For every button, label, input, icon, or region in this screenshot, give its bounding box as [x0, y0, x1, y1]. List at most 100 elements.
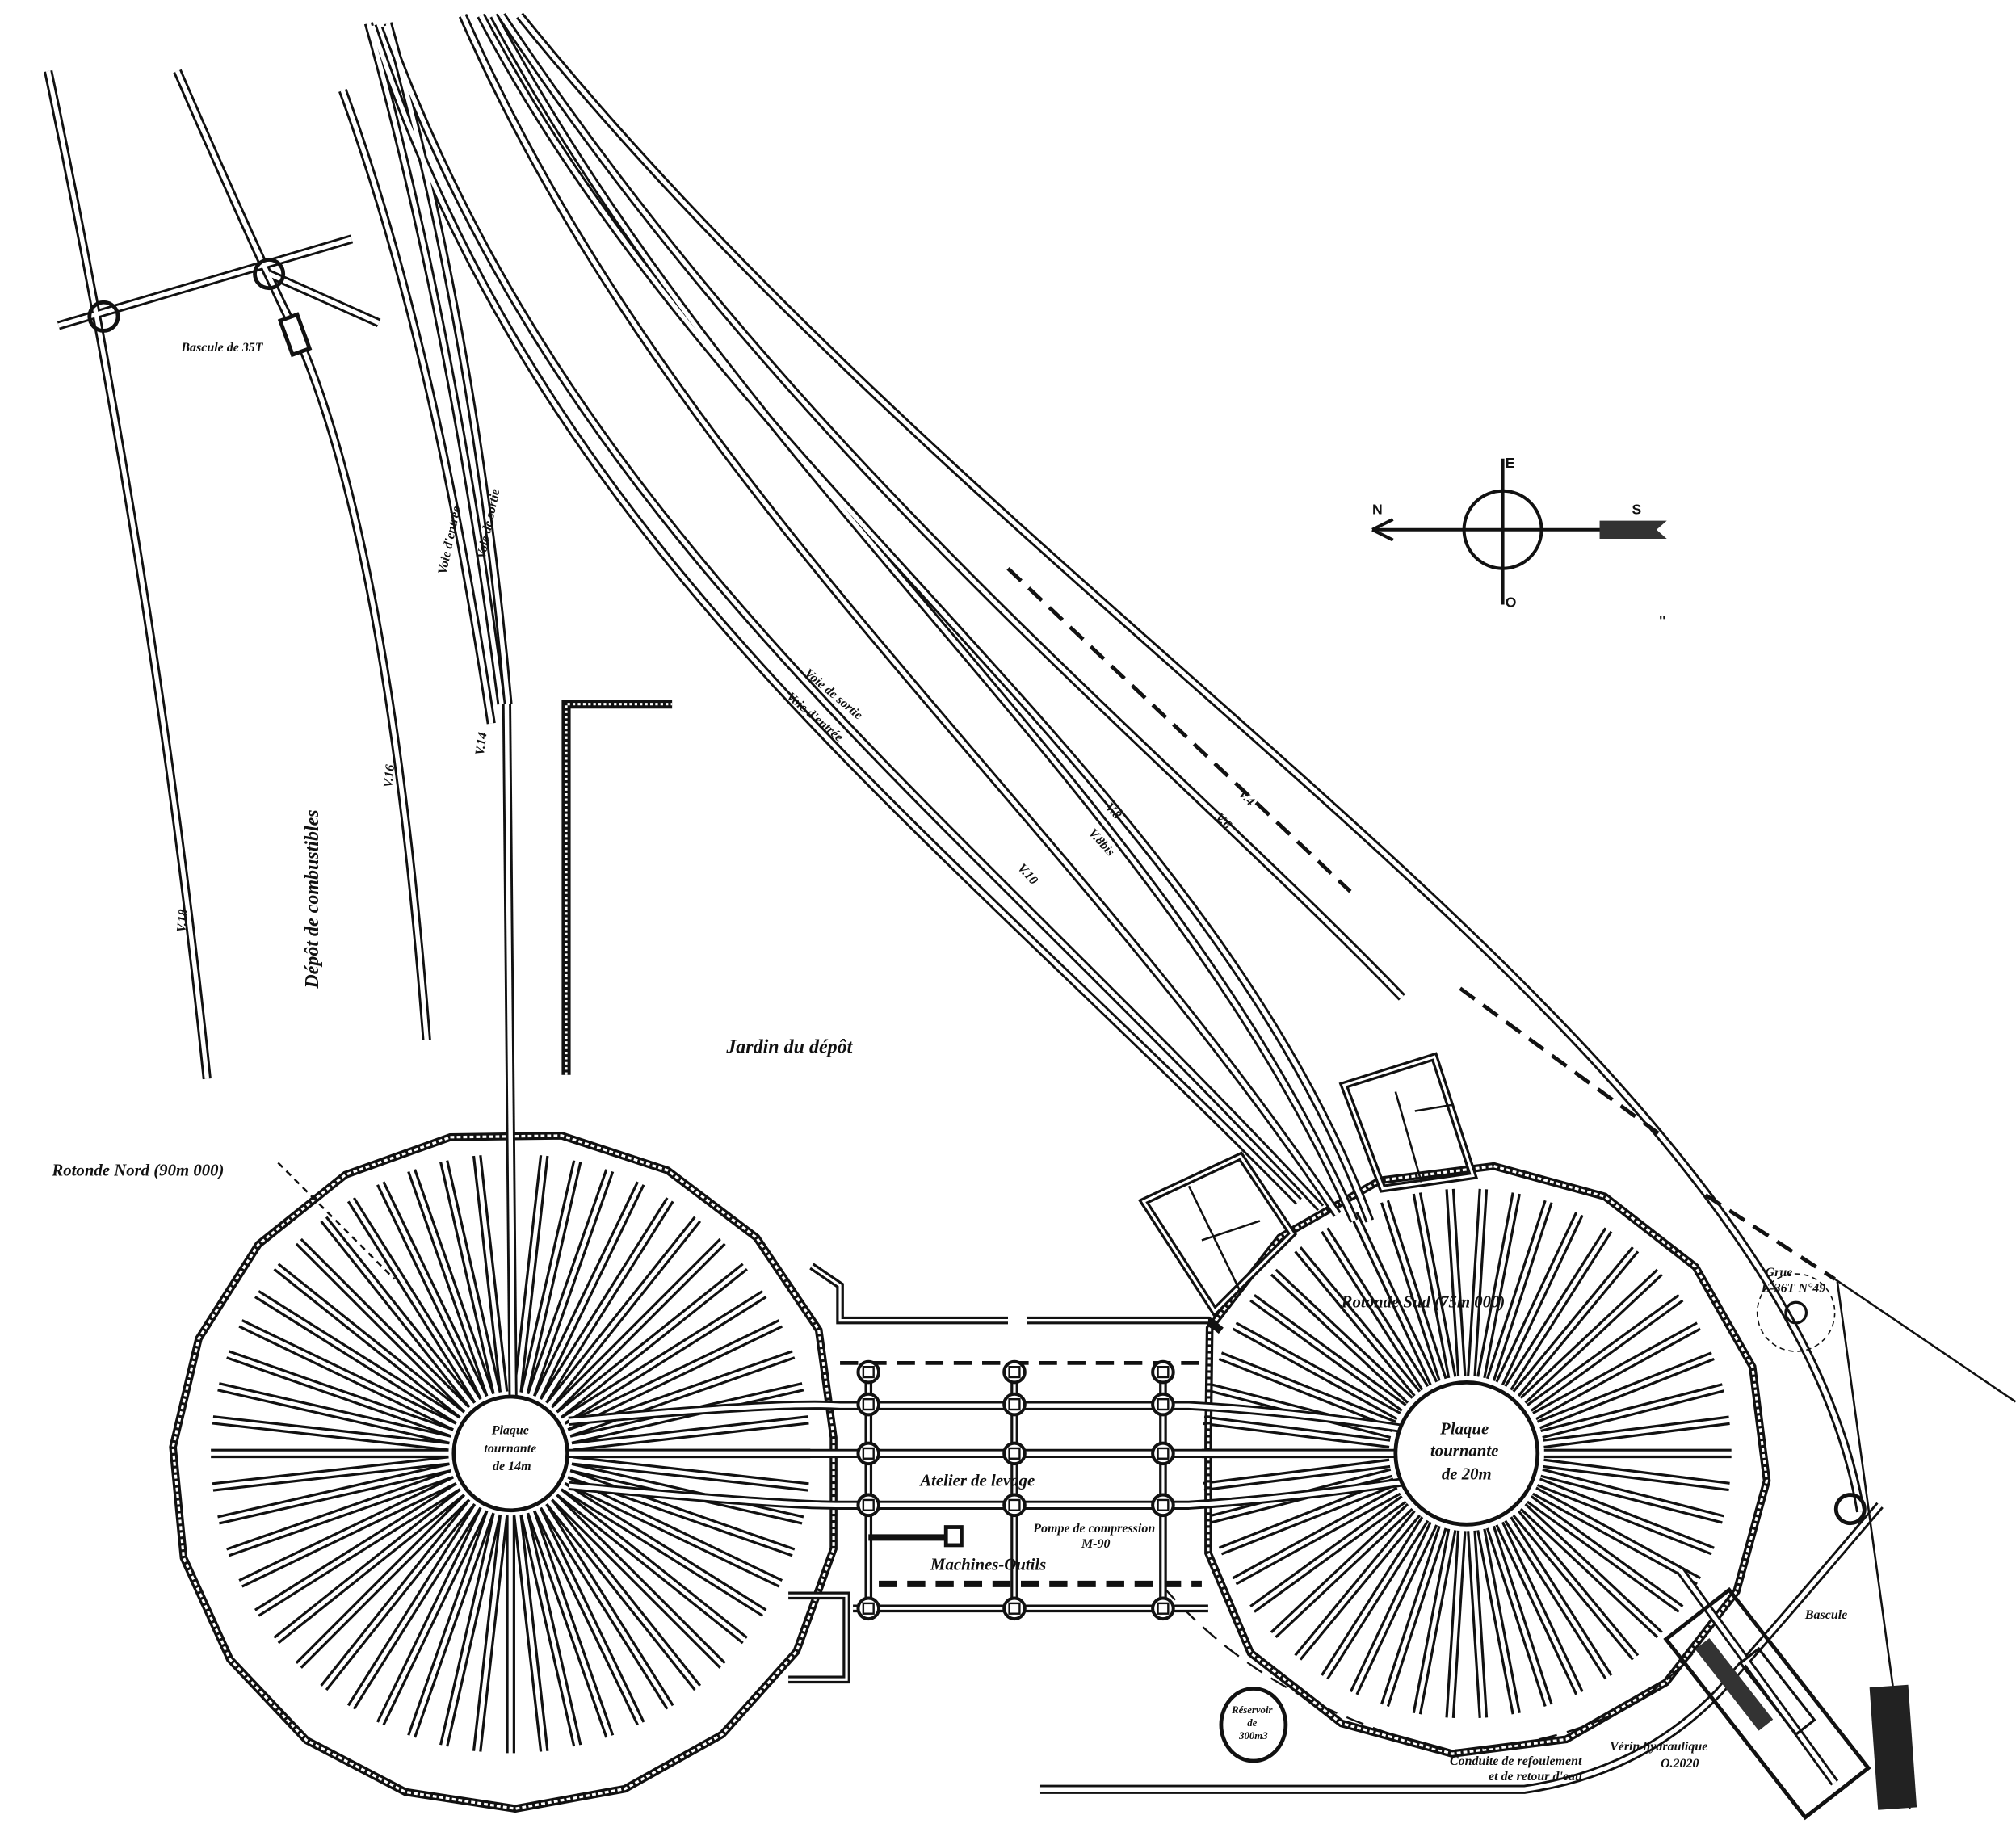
rail-gap [499, 14, 1404, 999]
spoke-rail [527, 1512, 608, 1738]
spoke-rail [1544, 1458, 1730, 1485]
spoke-rail [439, 1512, 495, 1746]
spoke-rail [1542, 1389, 1724, 1439]
spoke-rail [346, 1503, 477, 1707]
spoke-rail [519, 1514, 576, 1747]
spoke-rail [1467, 1188, 1481, 1376]
svg-text:'': '' [1659, 612, 1665, 628]
spoke-rail [226, 1356, 452, 1438]
spoke-rail [300, 1237, 471, 1409]
bascule-platform [1663, 1586, 1871, 1821]
column-pillar-icon [1151, 1596, 1175, 1621]
tracks [44, 12, 1884, 1794]
spoke-rail [238, 1325, 454, 1431]
spoke-rail [560, 1268, 748, 1418]
spoke-rail [1451, 1188, 1467, 1376]
column-base [1008, 1366, 1021, 1379]
spoke-rail [1232, 1486, 1398, 1580]
spoke-rail [567, 1325, 783, 1431]
column-base [1157, 1498, 1170, 1511]
rail-gap [492, 14, 1357, 1222]
spoke-rail [1275, 1507, 1413, 1639]
spoke-rail [551, 1498, 702, 1687]
label-v10: V.10 [1014, 861, 1040, 888]
spoke-rail [1473, 1189, 1489, 1376]
rail-gap [383, 25, 1323, 1210]
spoke-rail [1203, 1415, 1391, 1442]
label-plaque-nord: Plaque tournante de 14m [484, 1423, 540, 1473]
rail-gap [518, 14, 1863, 1512]
spoke-rail [1203, 1422, 1390, 1449]
rail-gap [340, 90, 494, 725]
label-v4: V.4 [1236, 787, 1258, 809]
spoke-rail [1386, 1527, 1447, 1707]
spoke-rail [382, 1510, 489, 1726]
spoke-rail [1355, 1524, 1438, 1695]
spoke-rail [1495, 1524, 1578, 1695]
rail-gap [1040, 1503, 1882, 1792]
spoke-rail [1504, 1519, 1607, 1680]
spoke-rail [212, 1422, 449, 1452]
label-plaque-sud: Plaque tournante de 20m [1430, 1419, 1503, 1483]
spoke-rail [1294, 1250, 1416, 1397]
rail-gap [568, 1477, 1422, 1508]
spoke-rail [561, 1290, 764, 1419]
spoke-rail [1492, 1202, 1553, 1381]
spoke-rail [545, 1216, 696, 1404]
column-base [862, 1498, 875, 1511]
column-pillar-icon [1002, 1596, 1027, 1621]
spoke-rail [1349, 1521, 1432, 1692]
atelier-building [788, 1263, 1224, 1684]
spoke-rail [572, 1422, 809, 1452]
reservoir-icon [1219, 1687, 1288, 1763]
spoke-rail [1501, 1214, 1584, 1385]
spoke-rail [540, 1506, 669, 1710]
column-pillar-icon [1002, 1441, 1027, 1466]
spoke-rail [1418, 1530, 1457, 1715]
bascule-35-icon [277, 312, 313, 358]
spoke-rail [1476, 1530, 1514, 1715]
spoke-rail [561, 1488, 764, 1617]
spoke-rail [1445, 1189, 1460, 1376]
spoke-rail [219, 1382, 452, 1438]
column-base [1008, 1447, 1021, 1460]
spoke-rail [352, 1197, 482, 1400]
spoke-rail [1519, 1507, 1659, 1639]
column-pillar-icon [1002, 1493, 1027, 1518]
spoke-rail [472, 1155, 502, 1393]
spoke-rail [1512, 1246, 1634, 1393]
column-pillar-icon [1002, 1392, 1027, 1417]
spoke-rail [258, 1488, 461, 1617]
rail-gap [568, 1402, 1422, 1434]
rail-gap [45, 70, 210, 1079]
hatched-block [1869, 1684, 1917, 1810]
spoke-rail [1544, 1422, 1730, 1449]
garden-wall [561, 700, 673, 1075]
spoke-rail [258, 1290, 461, 1419]
spoke-rail [519, 1160, 576, 1393]
label-v14: V.14 [473, 732, 490, 757]
spoke-rail [1543, 1415, 1729, 1442]
spoke-rail [1250, 1495, 1403, 1608]
spoke-rail [1270, 1273, 1409, 1404]
spoke-rail [1524, 1502, 1663, 1633]
spoke-rail [1540, 1474, 1723, 1524]
spoke-rail [564, 1296, 767, 1425]
spoke-rail [532, 1510, 615, 1736]
column-pillar-icon [856, 1392, 881, 1417]
spoke-rail [446, 1160, 502, 1393]
label-reservoir: Réservoir de 300m3 [1231, 1704, 1275, 1742]
label-rotonde-sud: Rotonde Sud (75m 000) [1341, 1293, 1506, 1312]
spoke-rail [479, 1154, 509, 1392]
north-arrow-icon [1371, 518, 1394, 542]
spoke-rail [1235, 1492, 1401, 1586]
label-bascule-35: Bascule de 35T [180, 341, 263, 355]
label-combustibles: Dépôt de combustibles [302, 809, 323, 989]
outline-inner [171, 1134, 835, 1810]
spoke-rail [519, 1155, 549, 1393]
spoke-rail [545, 1503, 674, 1707]
spoke-rail [526, 1162, 582, 1394]
spoke-rail [564, 1319, 780, 1425]
column-pillar-icon [1151, 1392, 1175, 1417]
spoke-rail [1532, 1321, 1698, 1414]
